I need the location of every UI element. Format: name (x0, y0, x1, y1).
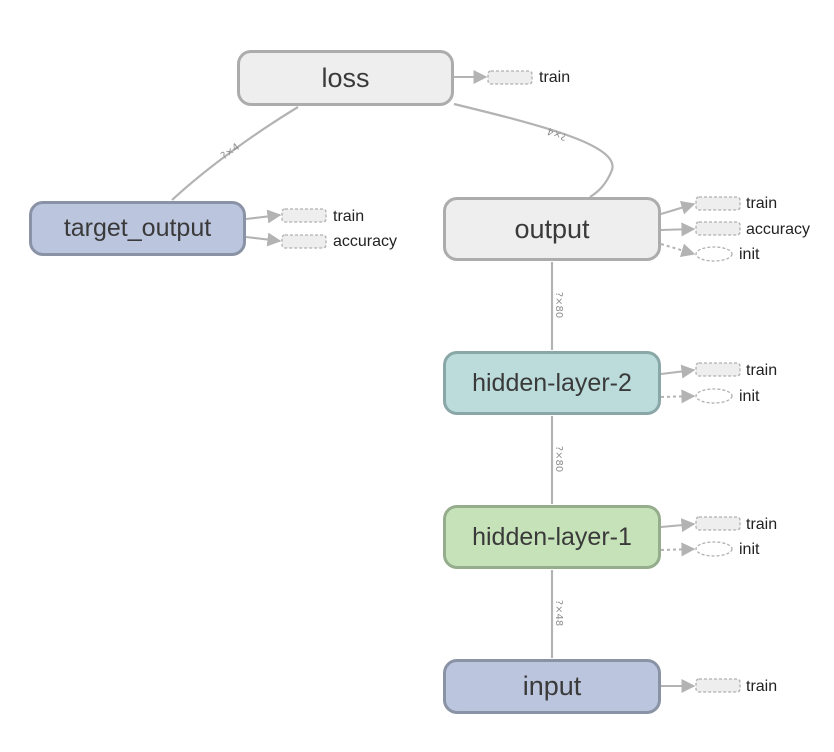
aux-edge-hidden-layer-1-train (660, 518, 696, 533)
aux-label-output-train: train (746, 195, 778, 212)
aux-label-hidden-layer-2-init: init (739, 388, 760, 405)
aux-node-hidden-layer-1-init[interactable] (695, 541, 733, 557)
node-label-hidden-layer-2: hidden-layer-2 (472, 368, 632, 397)
aux-edge-target-output-accuracy (245, 232, 282, 247)
node-hidden-layer-1[interactable]: hidden-layer-1 (443, 505, 661, 569)
edge-output-to-loss (453, 102, 614, 198)
edge-label-target-output-to-loss: ?×4 (219, 142, 242, 163)
aux-edge-hidden-layer-1-init (660, 542, 696, 557)
node-label-input: input (522, 671, 582, 701)
aux-label-loss-train: train (539, 69, 571, 86)
node-label-target-output: target_output (63, 214, 212, 242)
aux-edge-hidden-layer-2-train (660, 364, 696, 379)
node-label-loss: loss (321, 62, 370, 93)
aux-label-output-init: init (739, 246, 760, 263)
aux-node-hidden-layer-2-train[interactable] (695, 362, 741, 377)
node-target-output[interactable]: target_output (29, 201, 246, 256)
aux-node-hidden-layer-2-init[interactable] (695, 388, 733, 404)
edge-label-hidden-layer-1-to-hidden-layer-2: ?×80 (553, 446, 564, 472)
aux-node-output-init[interactable] (695, 246, 733, 262)
aux-edge-output-init (660, 243, 696, 258)
aux-node-target-output-accuracy[interactable] (281, 234, 327, 249)
aux-label-target-output-train: train (333, 208, 365, 225)
aux-edge-hidden-layer-2-init (660, 389, 696, 404)
aux-label-output-accuracy: accuracy (746, 221, 811, 238)
aux-node-hidden-layer-1-train[interactable] (695, 516, 741, 531)
node-label-output: output (514, 213, 590, 244)
aux-label-hidden-layer-2-train: train (746, 362, 778, 379)
edge-label-output-to-loss: ?×4 (546, 125, 569, 142)
aux-label-hidden-layer-1-init: init (739, 541, 760, 558)
edge-label-input-to-hidden-layer-1: ?×48 (553, 600, 564, 626)
aux-node-target-output-train[interactable] (281, 208, 327, 223)
node-output[interactable]: output (443, 197, 661, 261)
aux-label-input-train: train (746, 678, 778, 695)
aux-node-output-train[interactable] (695, 196, 741, 211)
aux-node-input-train[interactable] (695, 678, 741, 693)
aux-label-target-output-accuracy: accuracy (333, 233, 398, 250)
edge-label-hidden-layer-2-to-output: ?×80 (553, 292, 564, 318)
node-input[interactable]: input (443, 659, 661, 714)
node-hidden-layer-2[interactable]: hidden-layer-2 (443, 351, 661, 415)
aux-edge-output-accuracy (660, 222, 696, 237)
aux-edge-output-train (660, 200, 696, 215)
node-label-hidden-layer-1: hidden-layer-1 (472, 522, 632, 551)
aux-node-output-accuracy[interactable] (695, 221, 741, 236)
aux-edge-target-output-train (245, 209, 282, 224)
edge-target-output-to-loss (171, 106, 299, 201)
aux-label-hidden-layer-1-train: train (746, 516, 778, 533)
node-loss[interactable]: loss (237, 50, 454, 106)
aux-node-loss-train[interactable] (487, 70, 533, 85)
